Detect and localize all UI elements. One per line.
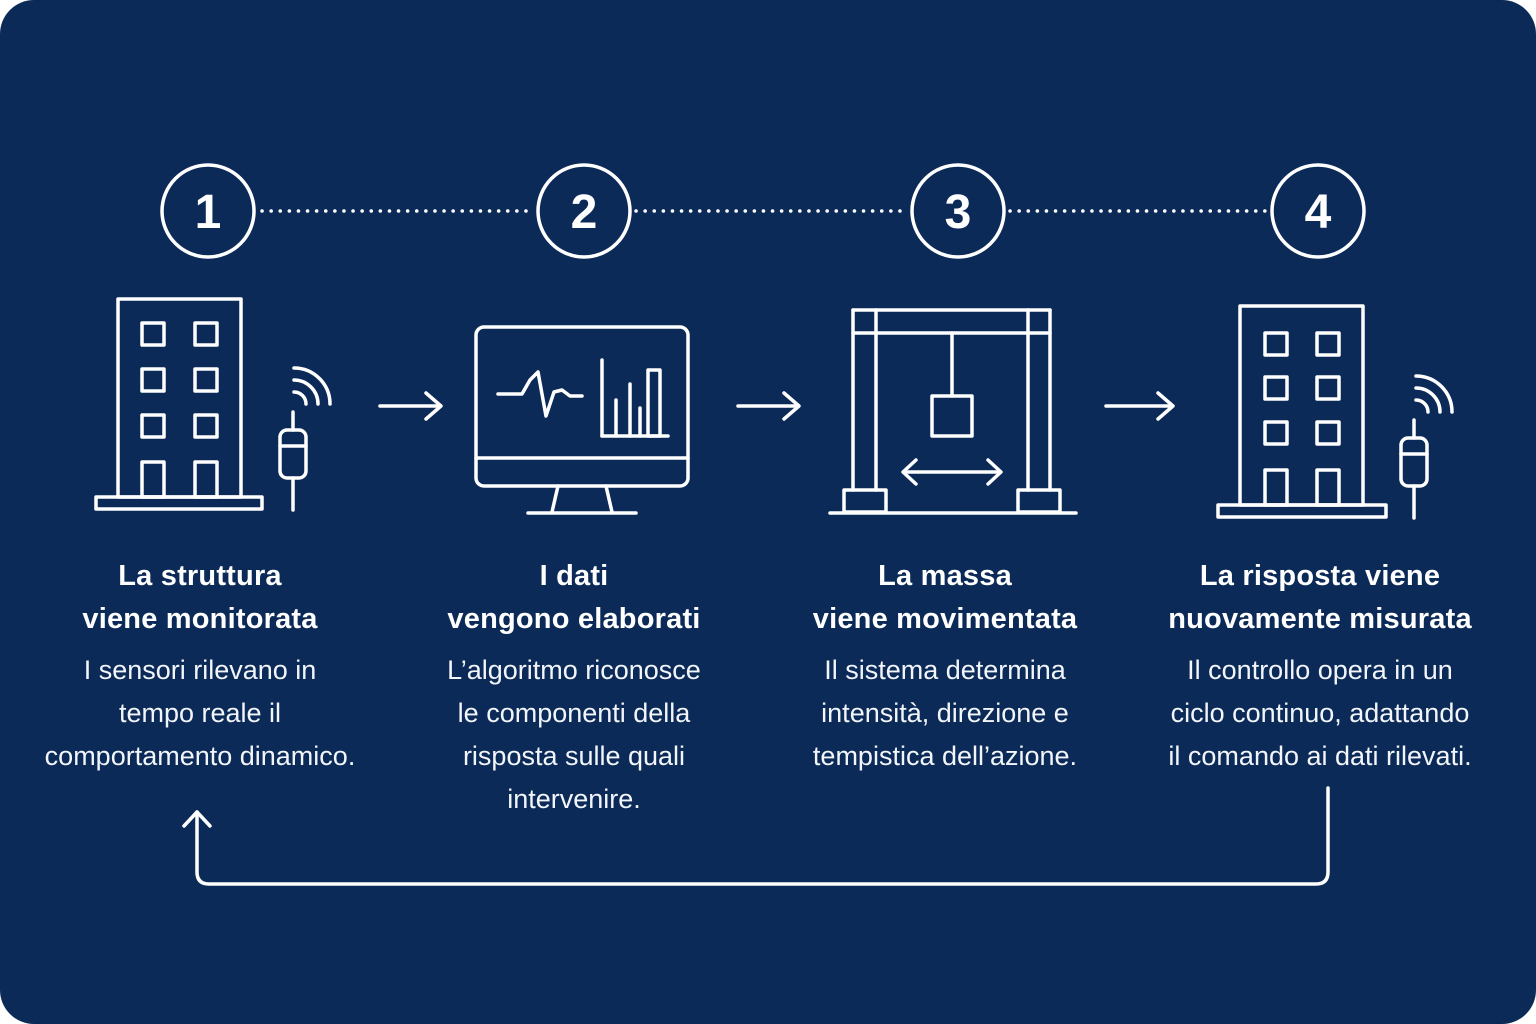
step-2-number-badge: 2 (536, 163, 632, 259)
step-2-title-line: I dati (539, 560, 609, 592)
step-2-description-line: intervenire. (507, 784, 641, 814)
step-1-title-line: viene monitorata (82, 603, 318, 635)
step-1-number-badge: 1 (160, 163, 256, 259)
step-3-number-badge: 3 (910, 163, 1006, 259)
step-3-description-line: tempistica dell’azione. (812, 741, 1078, 771)
moving-mass-frame-icon (828, 308, 1078, 515)
step-4-title: La risposta viene nuovamente misurata (1140, 555, 1500, 641)
step-3-number: 3 (945, 186, 972, 239)
step-2-text: I dati vengono elaborati L’algoritmo ric… (394, 555, 754, 821)
step-4-text: La risposta viene nuovamente misurata Il… (1140, 555, 1500, 778)
step-3-description-line: intensità, direzione e (821, 698, 1069, 728)
step-4-description: Il controllo opera in un ciclo continuo,… (1140, 649, 1500, 778)
step-3-title-line: viene movimentata (812, 603, 1078, 635)
building-with-sensor-icon (1216, 304, 1388, 519)
step-2-description-line: L’algoritmo riconosce (447, 655, 701, 685)
step-4-title-line: nuovamente misurata (1168, 603, 1472, 635)
step-1-description-line: comportamento dinamico. (44, 741, 356, 771)
step-3-description: Il sistema determina intensità, direzion… (765, 649, 1125, 778)
step-4-title-line: La risposta viene (1199, 560, 1441, 592)
step-1-description-line: tempo reale il (118, 698, 282, 728)
step-1-number: 1 (195, 186, 222, 239)
step-4-description-line: il comando ai dati rilevati. (1168, 741, 1472, 771)
step-1-text: La struttura viene monitorata I sensori … (20, 555, 380, 778)
arrow-right-icon (736, 391, 801, 421)
step-2-title-line: vengono elaborati (447, 603, 701, 635)
step-2-description-line: le componenti della (457, 698, 691, 728)
step-3-description-line: Il sistema determina (824, 655, 1066, 685)
step-2-description: L’algoritmo riconosce le componenti dell… (394, 649, 754, 821)
sensor-icon (1399, 374, 1454, 520)
step-3-text: La massa viene movimentata Il sistema de… (765, 555, 1125, 778)
step-2-title: I dati vengono elaborati (394, 555, 754, 641)
sensor-icon (278, 366, 332, 512)
step-2-number: 2 (571, 186, 598, 239)
step-3-title: La massa viene movimentata (765, 555, 1125, 641)
step-3-title-line: La massa (878, 560, 1012, 592)
step-4-description-line: Il controllo opera in un (1187, 655, 1453, 685)
step-1-description: I sensori rilevano in tempo reale il com… (20, 649, 380, 778)
building-with-sensor-icon (94, 297, 264, 511)
step-4-number: 4 (1305, 186, 1332, 239)
monitor-with-graphs-icon (474, 325, 690, 515)
arrow-right-icon (378, 391, 443, 421)
step-1-title: La struttura viene monitorata (20, 555, 380, 641)
step-1-description-line: I sensori rilevano in (83, 655, 317, 685)
step-1-title-line: La struttura (118, 560, 282, 592)
loop-arrow-up-icon (182, 786, 1330, 886)
step-4-number-badge: 4 (1270, 163, 1366, 259)
arrow-right-icon (1104, 391, 1175, 421)
step-2-description-line: risposta sulle quali (462, 741, 686, 771)
step-4-description-line: ciclo continuo, adattando (1170, 698, 1470, 728)
